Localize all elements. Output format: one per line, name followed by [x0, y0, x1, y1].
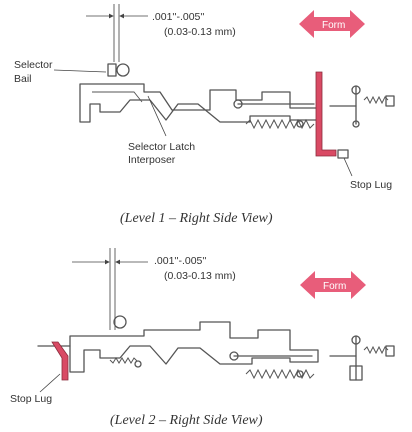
- spring-anchor-2: [296, 370, 304, 378]
- clearance-dimension-1: .001''-.005'' (0.03-0.13 mm): [86, 4, 236, 62]
- latch-interposer-body-2: [69, 321, 319, 373]
- right-pawl-2: [329, 335, 395, 381]
- selector-bail-label: Selector: [14, 59, 53, 71]
- selector-bail: [53, 63, 130, 77]
- stop-lug-label-2: Stop Lug: [10, 393, 52, 405]
- caption-level-1: (Level 1 – Right Side View): [120, 211, 273, 226]
- clearance-metric: (0.03-0.13 mm): [164, 26, 236, 38]
- spring-1: [245, 118, 315, 130]
- interposer-leader: [147, 95, 167, 137]
- form-arrow-2: Form: [300, 271, 366, 299]
- interposer-label-2: Interposer: [128, 154, 176, 166]
- interposer-label: Selector Latch: [128, 141, 195, 153]
- stop-lug-detail-1: [337, 149, 353, 177]
- right-pawl-1: [329, 85, 395, 128]
- link-rod-1: [233, 99, 315, 109]
- selector-bail-label-2: Bail: [14, 73, 32, 85]
- spring-anchor: [296, 120, 304, 128]
- level-1-view: .001''-.005'' (0.03-0.13 mm) Form Select…: [14, 4, 395, 226]
- link-rod-2: [229, 351, 313, 361]
- clearance-metric-2: (0.03-0.13 mm): [164, 270, 236, 282]
- spring-2: [245, 368, 315, 380]
- clearance-value-2: .001''-.005'': [154, 255, 206, 267]
- spring-left-2: [109, 357, 138, 364]
- interposer-notch: [92, 91, 143, 103]
- caption-level-2: (Level 2 – Right Side View): [110, 413, 263, 428]
- stop-lug-label-1: Stop Lug: [350, 179, 392, 191]
- form-arrow-label: Form: [322, 20, 345, 31]
- latch-interposer-body: [79, 83, 319, 123]
- form-arrow-label-2: Form: [323, 281, 346, 292]
- stop-lug-highlight-1: [315, 71, 337, 157]
- spring-left-anchor: [134, 360, 142, 368]
- stop-lug-leader-2: [39, 373, 61, 393]
- form-arrow-1: Form: [299, 10, 365, 38]
- selector-bail-2: [113, 315, 127, 329]
- clearance-value: .001''-.005'': [152, 11, 204, 23]
- clearance-dimension-2: .001''-.005'' (0.03-0.13 mm): [72, 248, 236, 330]
- level-2-view: .001''-.005'' (0.03-0.13 mm) Form: [10, 248, 395, 428]
- stop-lug-highlight-2: [51, 341, 69, 381]
